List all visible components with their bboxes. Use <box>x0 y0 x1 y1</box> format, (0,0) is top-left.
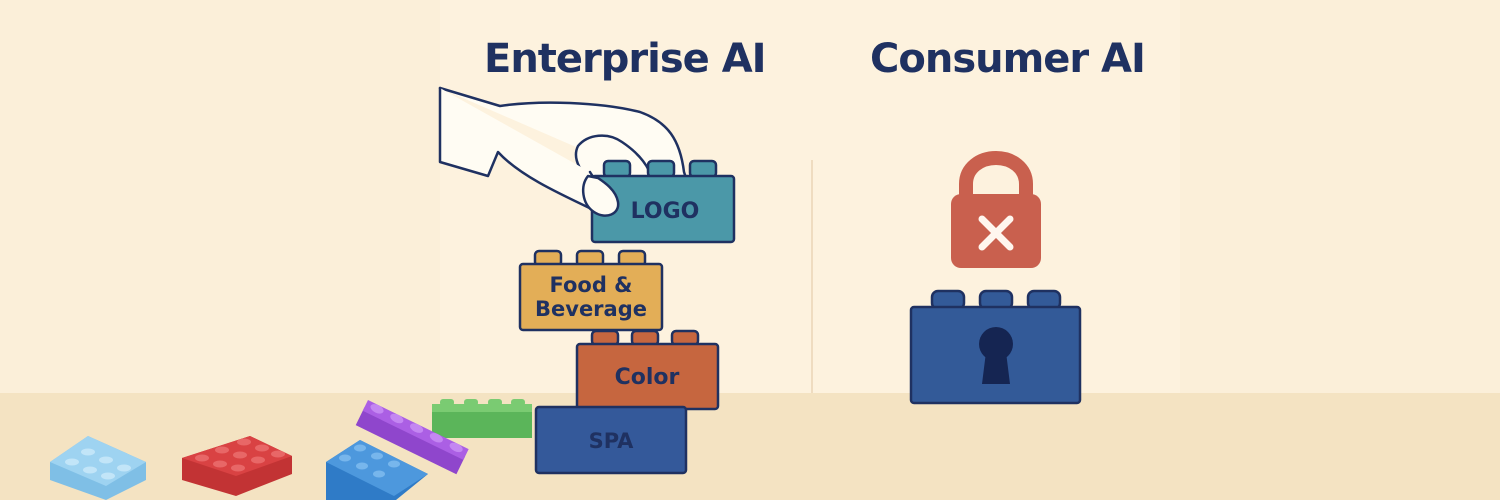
padlock-icon <box>951 150 1041 268</box>
loose-brick-red <box>182 436 292 496</box>
brick-body <box>534 405 688 475</box>
loose-brick-purple <box>355 400 469 475</box>
brick-logo <box>590 159 736 244</box>
loose-brick-light-blue <box>50 436 146 500</box>
keyhole-icon <box>979 327 1013 384</box>
stud <box>646 159 676 179</box>
loose-brick-blue <box>326 440 428 500</box>
brick-color <box>575 329 720 411</box>
brick-food-beverage <box>518 249 664 332</box>
brick-label-logo: LOGO <box>631 199 700 224</box>
brick-label-food-line1: Food & <box>549 273 632 297</box>
stud <box>602 159 632 179</box>
loose-brick-green <box>432 399 532 438</box>
consumer-ai-heading: Consumer AI <box>870 36 1146 82</box>
thumb <box>581 174 620 217</box>
close-icon <box>978 215 1014 251</box>
brick-label-spa: SPA <box>589 429 635 453</box>
brick-label-color: Color <box>615 365 680 390</box>
locked-brick <box>909 289 1082 405</box>
stud <box>688 159 718 179</box>
brick-label-food-line2: Beverage <box>535 297 647 321</box>
brick-spa <box>534 405 688 475</box>
enterprise-ai-heading: Enterprise AI <box>484 36 767 82</box>
brick-body <box>518 262 664 332</box>
